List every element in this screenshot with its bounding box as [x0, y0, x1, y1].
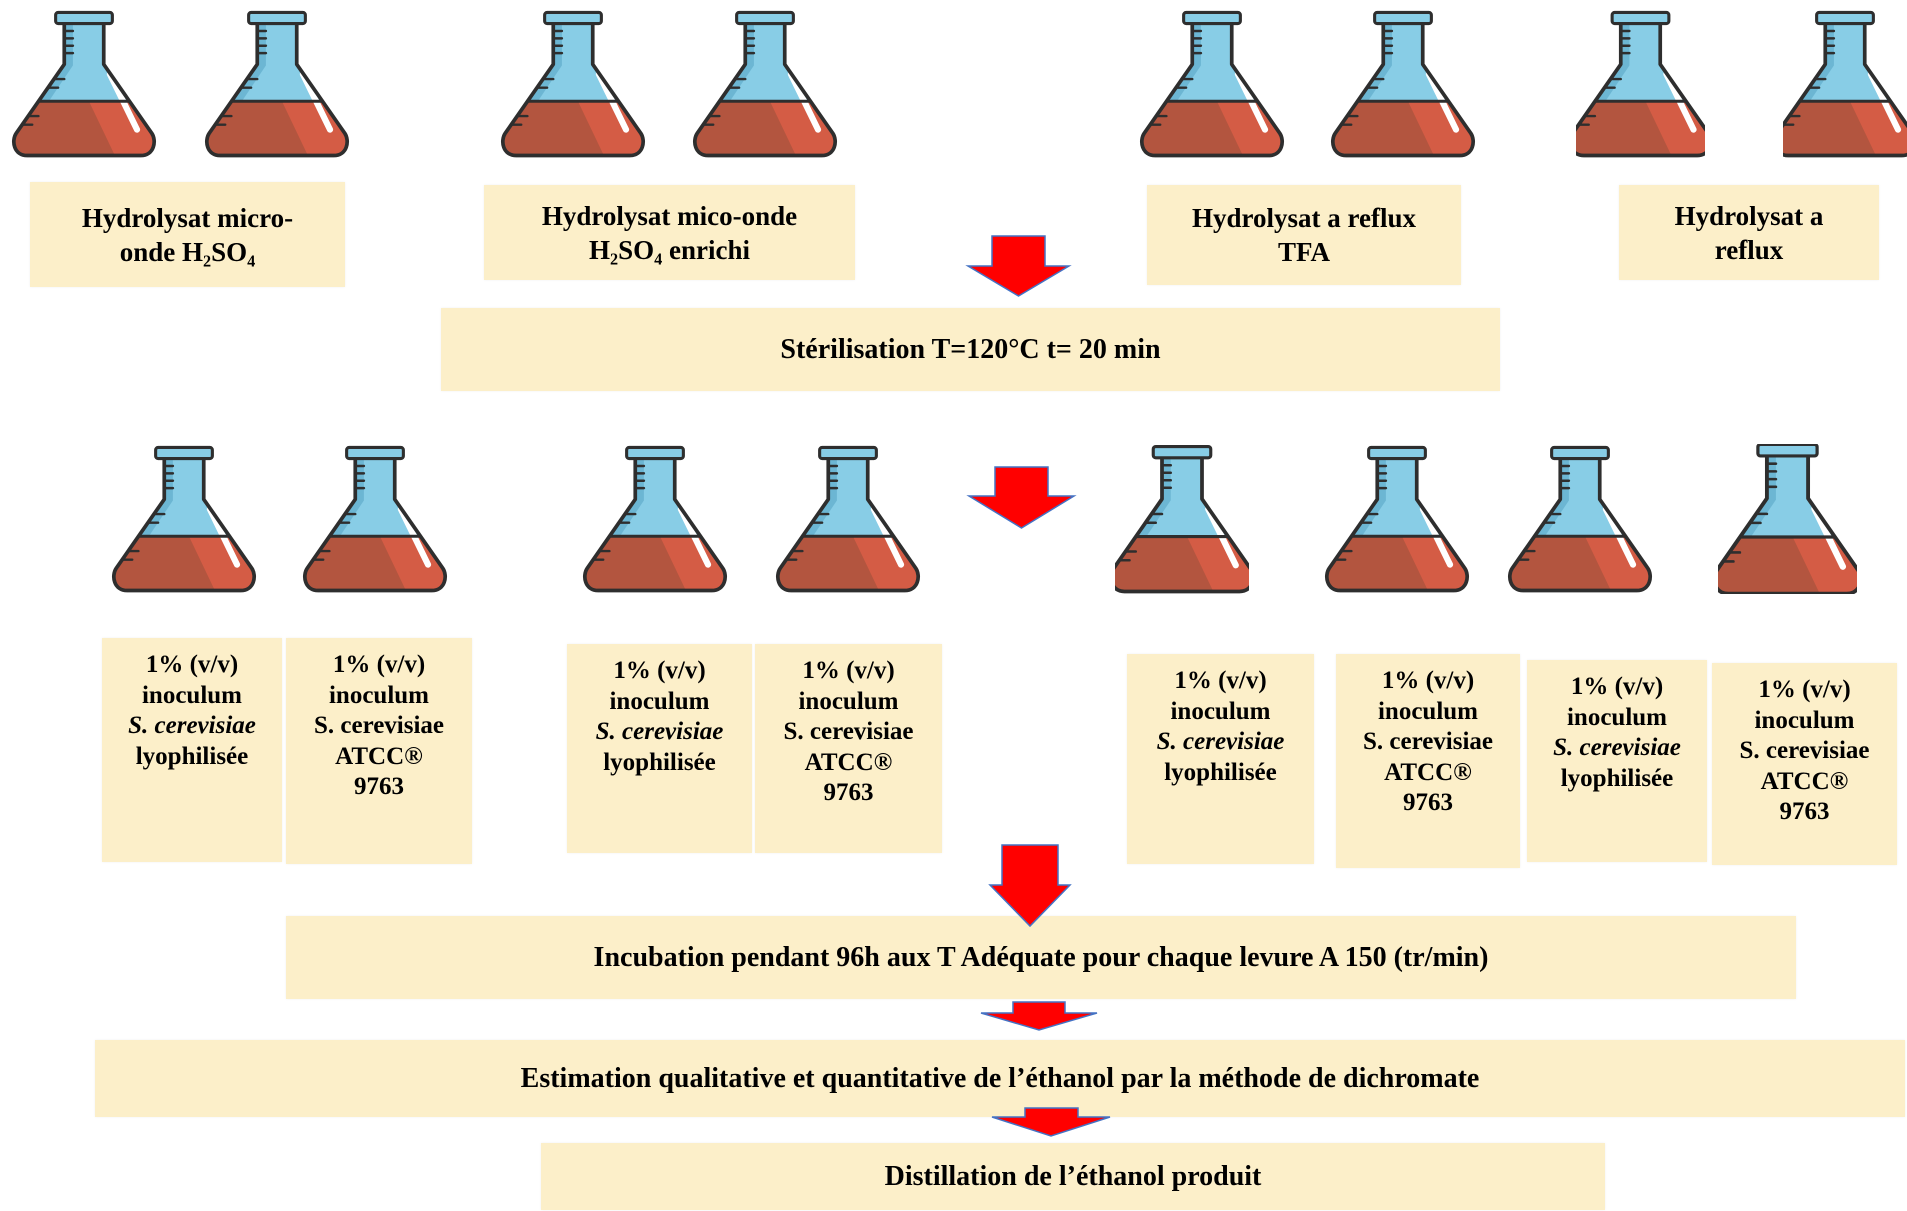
sterilisation-step: Stérilisation T=120°C t= 20 min [441, 308, 1500, 391]
incubation-step: Incubation pendant 96h aux T Adéquate po… [286, 916, 1796, 999]
inoculum-label: inoculum [798, 687, 899, 715]
inoculum-concentration: 1% (v/v) [1381, 667, 1475, 694]
hydrolysate-label: onde H₂SO₄ [119, 236, 256, 267]
flask-icon [1115, 444, 1249, 594]
inoculum-concentration: 1% (v/v) [332, 651, 426, 678]
strain-name: S. cerevisiae [1739, 737, 1870, 764]
strain-name: S. cerevisiae [1553, 734, 1681, 761]
strain-collection: ATCC® [804, 748, 893, 776]
strain-form: lyophilisée [135, 742, 249, 770]
hydrolysate-box: Hydrolysat micro- onde H₂SO₄ [30, 182, 345, 287]
hydrolysate-box: Hydrolysat a reflux [1619, 185, 1879, 280]
flask-icon [1323, 444, 1471, 594]
inoculum-concentration: 1% (v/v) [1758, 676, 1851, 703]
strain-collection: ATCC® [1384, 758, 1472, 786]
flask-icon [1718, 444, 1857, 594]
inoculum-concentration: 1% (v/v) [802, 657, 895, 684]
arrow-down-icon [966, 466, 1077, 529]
strain-name: S. cerevisiae [313, 712, 445, 739]
inoculum-label: inoculum [1566, 703, 1668, 731]
strain-number: 9763 [354, 773, 404, 800]
inoculation-box: 1% (v/v) inoculum S. cerevisiae lyophili… [567, 644, 752, 853]
strain-name: S. cerevisiae [783, 718, 914, 745]
inoculation-box: 1% (v/v) inoculum S. cerevisiae lyophili… [1527, 660, 1707, 862]
strain-collection: ATCC® [335, 742, 423, 770]
flask-icon [1783, 10, 1907, 158]
hydrolysate-box: Hydrolysat a reflux TFA [1147, 185, 1461, 285]
hydrolysate-label: Hydrolysat micro- [81, 202, 294, 233]
distillation-label: Distillation de l’éthanol produit [884, 1160, 1262, 1192]
inoculum-concentration: 1% (v/v) [145, 651, 239, 678]
flask-icon [691, 10, 839, 158]
strain-name: S. cerevisiae [128, 712, 256, 739]
inoculum-label: inoculum [1170, 697, 1271, 725]
inoculum-label: inoculum [1377, 697, 1479, 725]
strain-name: S. cerevisiae [1156, 728, 1285, 755]
estimation-label: Estimation qualitative et quantitative d… [520, 1062, 1480, 1094]
strain-number: 9763 [1779, 798, 1830, 825]
inoculation-box: 1% (v/v) inoculum S. cerevisiae ATCC® 97… [286, 638, 472, 864]
flask-icon [1576, 10, 1705, 158]
inoculum-label: inoculum [328, 681, 430, 709]
strain-number: 9763 [1403, 789, 1453, 816]
inoculation-box: 1% (v/v) inoculum S. cerevisiae ATCC® 97… [1712, 663, 1897, 865]
inoculum-label: inoculum [1754, 706, 1855, 734]
inoculation-box: 1% (v/v) inoculum S. cerevisiae lyophili… [102, 638, 282, 862]
inoculum-label: inoculum [609, 687, 710, 715]
strain-name: S. cerevisiae [1362, 728, 1494, 755]
flask-icon [110, 444, 258, 594]
strain-collection: ATCC® [1760, 767, 1849, 795]
inoculation-box: 1% (v/v) inoculum S. cerevisiae ATCC® 97… [755, 644, 942, 853]
hydrolysate-label: TFA [1278, 237, 1330, 267]
hydrolysate-label: Hydrolysat mico-onde [541, 200, 798, 231]
flask-icon [1329, 10, 1477, 158]
strain-name: S. cerevisiae [595, 718, 724, 745]
inoculum-concentration: 1% (v/v) [1570, 673, 1664, 700]
arrow-down-icon [988, 844, 1072, 928]
inoculum-concentration: 1% (v/v) [1174, 667, 1267, 694]
flask-icon [301, 444, 449, 594]
flask-icon [10, 10, 158, 158]
inoculum-concentration: 1% (v/v) [613, 657, 706, 684]
inoculation-box: 1% (v/v) inoculum S. cerevisiae ATCC® 97… [1336, 654, 1520, 868]
flask-icon [1138, 10, 1286, 158]
strain-form: lyophilisée [1164, 758, 1277, 786]
hydrolysate-label: H₂SO₄ enrichi [589, 234, 750, 265]
strain-form: lyophilisée [1560, 764, 1674, 792]
flask-icon [774, 444, 922, 594]
hydrolysate-box: Hydrolysat mico-onde H₂SO₄ enrichi [484, 185, 855, 280]
hydrolysate-label: reflux [1714, 234, 1784, 265]
flask-icon [499, 10, 647, 158]
inoculation-box: 1% (v/v) inoculum S. cerevisiae lyophili… [1127, 654, 1314, 864]
incubation-label: Incubation pendant 96h aux T Adéquate po… [593, 941, 1489, 973]
arrow-down-icon [965, 235, 1072, 297]
inoculum-label: inoculum [141, 681, 243, 709]
flask-icon [1506, 444, 1654, 594]
hydrolysate-label: Hydrolysat a reflux [1191, 203, 1416, 233]
flask-icon [203, 10, 351, 158]
sterilisation-label: Stérilisation T=120°C t= 20 min [780, 333, 1161, 365]
arrow-down-icon [991, 1107, 1111, 1137]
distillation-step: Distillation de l’éthanol produit [541, 1143, 1605, 1210]
flask-icon [581, 444, 729, 594]
estimation-step: Estimation qualitative et quantitative d… [95, 1040, 1905, 1117]
strain-number: 9763 [823, 779, 874, 806]
strain-form: lyophilisée [603, 748, 716, 776]
hydrolysate-label: Hydrolysat a [1674, 200, 1824, 231]
arrow-down-icon [980, 1001, 1098, 1031]
